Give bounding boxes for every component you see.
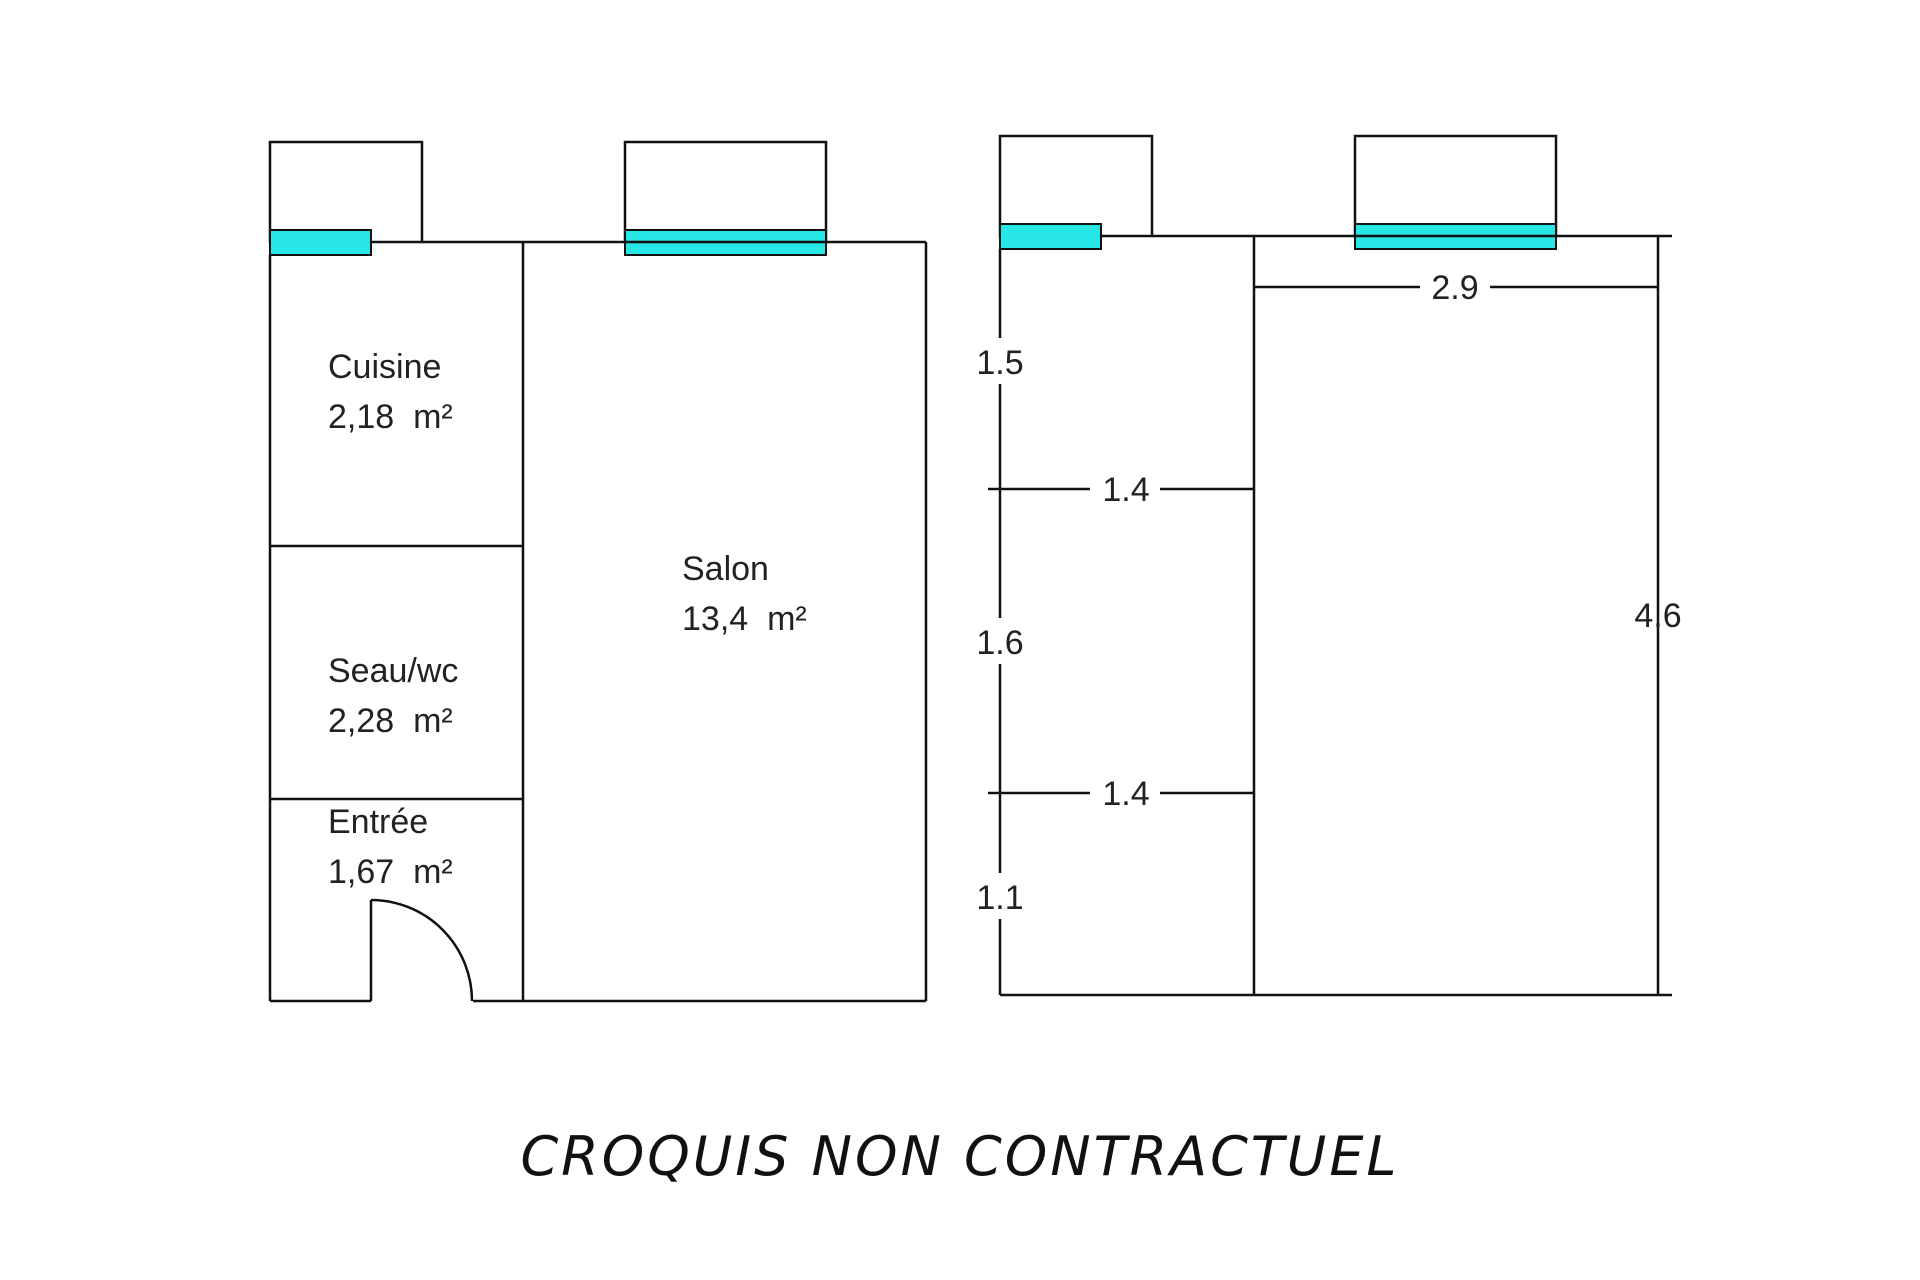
dim-salon-height: 4.6 bbox=[1634, 597, 1681, 635]
dimension-plan: 2.9 4.6 1.5 1.6 1.1 1.4 1.4 bbox=[970, 134, 1682, 997]
dim-left-segment-1: 1.5 bbox=[976, 344, 1023, 382]
living-bay-dim bbox=[1353, 134, 1558, 238]
dim-left-segment-2: 1.6 bbox=[976, 624, 1023, 662]
room-area-entree: 1,67 m² bbox=[328, 853, 453, 891]
room-name-salon: Salon bbox=[682, 550, 769, 588]
disclaimer-caption: CROQUIS NON CONTRACTUEL bbox=[520, 1125, 1400, 1188]
kitchen-window bbox=[269, 229, 372, 256]
living-bay bbox=[623, 140, 828, 244]
room-name-cuisine: Cuisine bbox=[328, 348, 441, 386]
label-bg-1-5 bbox=[970, 338, 1030, 384]
room-area-seau-wc: 2,28 m² bbox=[328, 702, 453, 740]
dim-salon-width: 2.9 bbox=[1431, 269, 1478, 307]
label-bg-1-1 bbox=[970, 873, 1030, 919]
room-name-entree: Entrée bbox=[328, 803, 428, 841]
label-bg-1-6 bbox=[970, 618, 1030, 664]
room-plan: Cuisine 2,18 m² Seau/wc 2,28 m² Entrée 1… bbox=[268, 140, 928, 1003]
door-swing-arc bbox=[370, 898, 474, 1002]
room-area-salon: 13,4 m² bbox=[682, 600, 807, 638]
dim-inner-width-1: 1.4 bbox=[1102, 471, 1149, 509]
kitchen-bay bbox=[268, 140, 424, 244]
kitchen-window-dim bbox=[999, 223, 1102, 250]
kitchen-bay-dim bbox=[998, 134, 1154, 238]
room-area-cuisine: 2,18 m² bbox=[328, 398, 453, 436]
dim-inner-width-2: 1.4 bbox=[1102, 775, 1149, 813]
dim-left-segment-3: 1.1 bbox=[976, 879, 1023, 917]
room-name-seau-wc: Seau/wc bbox=[328, 652, 458, 690]
